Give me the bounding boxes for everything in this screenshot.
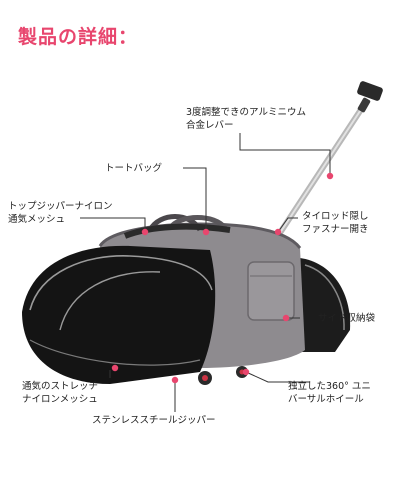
callout-tote: トートバッグ [105,162,162,175]
callout-tie-rod-line2: ファスナー開き [302,224,369,235]
callout-handle-line2: 合金レバー [186,120,234,131]
right-mesh-extension [300,258,351,352]
callout-wheels-line2: バーサルホイール [288,394,364,405]
callout-wheels: 独立した360° ユニ バーサルホイール [288,380,371,406]
callout-tie-rod: タイロッド隠し ファスナー開き [302,210,369,236]
leader-lines [80,133,331,412]
callout-top-mesh-line1: トップジッパーナイロン [8,201,113,212]
callout-top-mesh-line2: 通気メッシュ [8,214,66,225]
callout-side-mesh-line1: 通気のストレッチ [22,381,99,392]
callout-wheels-line1: 独立した360° ユニ [288,381,371,392]
callout-dots [111,172,334,384]
callout-side-pocket-line1: サイド収納袋 [318,313,376,324]
callout-side-mesh-line2: ナイロンメッシュ [22,394,98,405]
callout-side-mesh: 通気のストレッチ ナイロンメッシュ [22,380,98,406]
left-mesh-extension [22,245,216,384]
wheels [198,366,248,385]
callout-zipper-line1: ステンレススチールジッパー [92,415,216,426]
callout-handle: 3度調整できのアルミニウム 合金レバー [186,106,306,132]
callout-side-pocket: サイド収納袋 [318,312,375,325]
telescopic-handle [269,81,383,248]
page-title: 製品の詳細： [18,26,139,48]
callout-top-mesh: トップジッパーナイロン 通気メッシュ [8,200,113,226]
callout-zipper: ステンレススチールジッパー [92,414,216,427]
callout-tie-rod-line1: タイロッド隠し [302,211,369,222]
callout-tote-line1: トートバッグ [105,163,163,174]
callout-handle-line1: 3度調整できのアルミニウム [186,107,306,118]
